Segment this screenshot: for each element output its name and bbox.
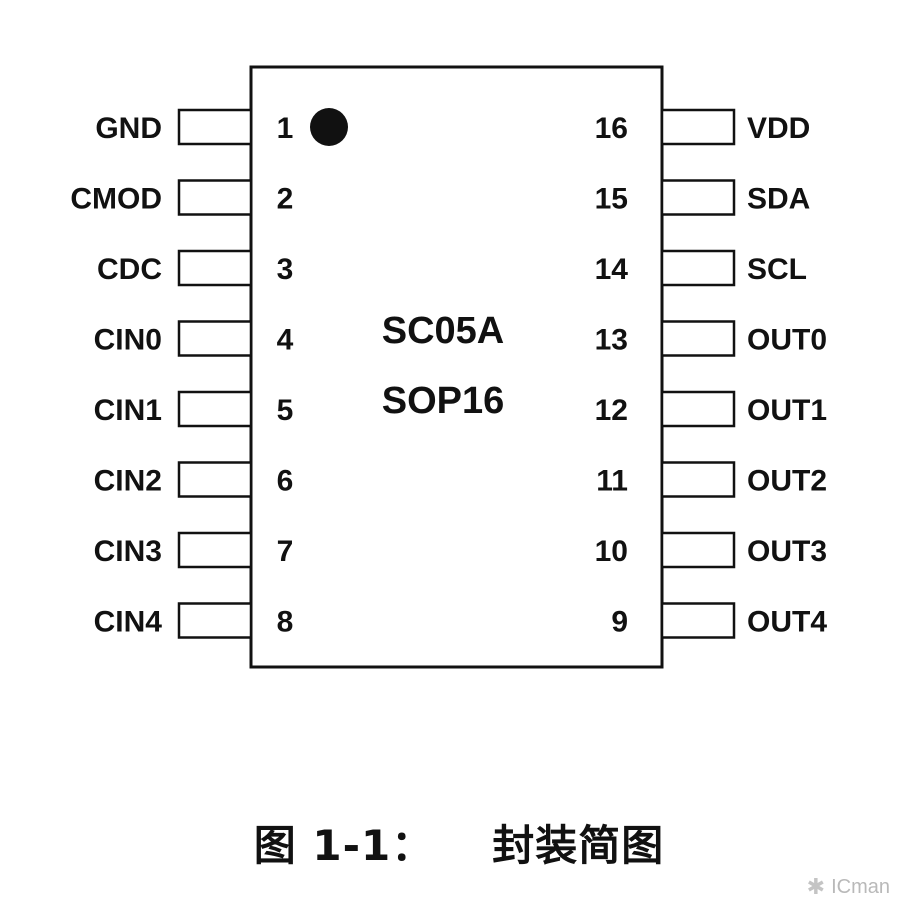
pin-4-lead: [177, 320, 253, 357]
pin-4-label: CIN0: [94, 324, 162, 357]
pin-7-lead: [177, 531, 253, 569]
figure-title: 封装简图: [492, 821, 665, 870]
pin-16-lead: [660, 108, 736, 146]
pin-7-label: CIN3: [94, 535, 162, 568]
pin-16-number: 16: [595, 112, 628, 145]
pin-2-label: CMOD: [70, 183, 162, 216]
pin-13-label: OUT0: [747, 324, 827, 357]
pin-12-label: OUT1: [747, 394, 827, 427]
pin-9-label: OUT4: [747, 606, 827, 639]
pin-8-lead: [177, 602, 253, 639]
pin-9-lead: [660, 602, 736, 639]
pin-14-lead: [660, 249, 736, 287]
pin-11-lead: [660, 461, 736, 498]
pin-3-lead: [177, 249, 253, 287]
pin-6-number: 6: [277, 465, 294, 498]
pin-1-label: GND: [95, 112, 162, 145]
chip-package: SOP16: [382, 380, 505, 422]
pin-15-label: SDA: [747, 183, 810, 216]
pin-15-number: 15: [595, 183, 628, 216]
pin-15-lead: [660, 179, 736, 216]
pin-14-number: 14: [595, 253, 629, 286]
watermark: ✱ ICman: [807, 874, 890, 900]
pin-12-lead: [660, 390, 736, 428]
wechat-icon: ✱: [806, 874, 826, 899]
pin-1-number: 1: [277, 112, 294, 145]
pin-13-number: 13: [595, 324, 628, 357]
chip-part-number: SC05A: [382, 310, 505, 352]
pin-10-number: 10: [595, 535, 628, 568]
pin-4-number: 4: [277, 324, 294, 357]
pin-13-lead: [660, 320, 736, 357]
pin-6-lead: [177, 461, 253, 498]
pin1-indicator-dot: [310, 108, 348, 146]
figure-caption: 图 1-1： 封装简图: [0, 812, 918, 873]
pin-5-lead: [177, 390, 253, 428]
pin-10-lead: [660, 531, 736, 569]
pin-9-number: 9: [611, 606, 628, 639]
watermark-text: ICman: [831, 875, 890, 898]
pin-2-number: 2: [277, 183, 294, 216]
chip-body: [249, 65, 664, 669]
pin-8-label: CIN4: [94, 606, 163, 639]
pin-3-label: CDC: [97, 253, 162, 286]
pin-2-lead: [177, 179, 253, 216]
pin-10-label: OUT3: [747, 535, 827, 568]
pin-11-label: OUT2: [747, 465, 827, 498]
pin-16-label: VDD: [747, 112, 810, 145]
pin-8-number: 8: [277, 606, 294, 639]
pin-7-number: 7: [277, 535, 294, 568]
figure-number: 图 1-1：: [253, 821, 435, 870]
pin-11-number: 11: [596, 465, 628, 498]
pin-12-number: 12: [595, 394, 628, 427]
pin-5-number: 5: [277, 394, 294, 427]
pin-1-lead: [177, 108, 253, 146]
pin-3-number: 3: [277, 253, 294, 286]
pin-14-label: SCL: [747, 253, 807, 286]
pin-6-label: CIN2: [94, 465, 162, 498]
pin-5-label: CIN1: [94, 394, 162, 427]
